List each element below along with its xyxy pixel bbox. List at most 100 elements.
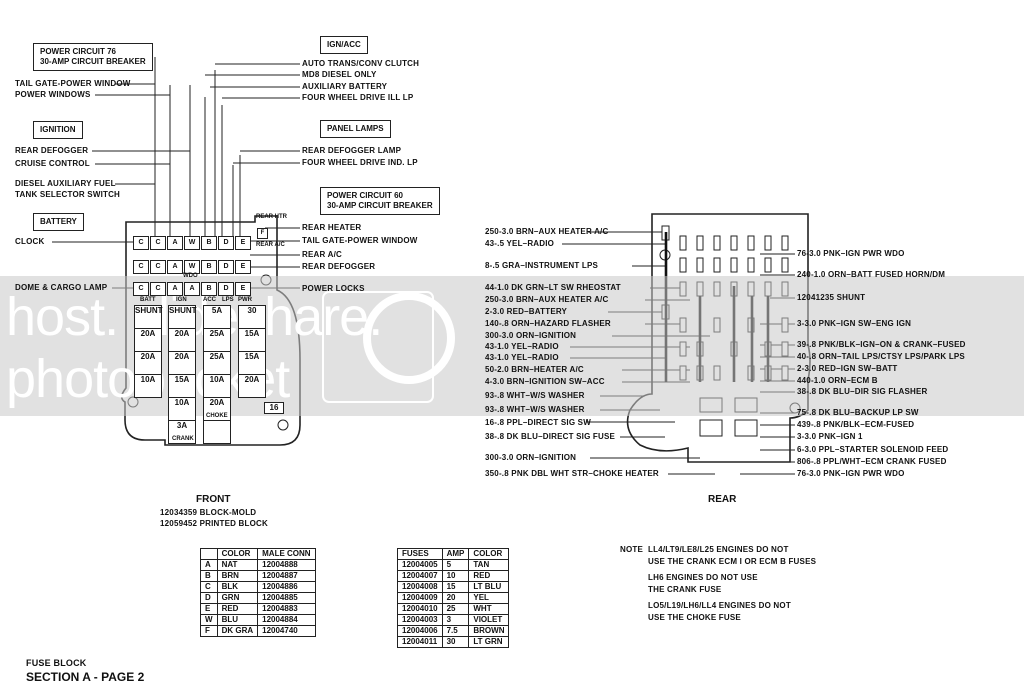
table-header: FUSES [397,548,443,560]
fuse-text: 20A [140,329,156,338]
fuse-text: 25A [209,352,225,361]
fuse-text: 25A [209,329,225,338]
fuse-text: 20A [140,352,156,361]
callout-power-circuit-76: POWER CIRCUIT 76 30-AMP CIRCUIT BREAKER [33,43,153,71]
table-cell: 25 [441,603,470,615]
table-cell: W [200,614,218,626]
choke-label: CHOKE [206,413,228,419]
table-cell: C [200,581,218,593]
rear-label-l18: 350-.8 PNK DBL WHT STR–CHOKE HEATER [485,469,659,478]
front-conn-r1-c1: C [133,236,149,250]
note-line-6: USE THE CHOKE FUSE [648,613,741,622]
front-conn-r3-c3: A [167,282,183,296]
table-cell: 12004888 [257,559,316,571]
fuse-r4-1: 10A [134,374,162,398]
crank-label: CRANK [172,436,194,442]
fuse-text: 15A [244,329,260,338]
fuse-header-acc: ACC [203,297,216,303]
rear-label-r4: 3-3.0 PNK–IGN SW–ENG IGN [797,319,912,328]
note-label: NOTE [620,545,644,554]
front-conn-r2-c1: C [133,260,149,274]
label-dome-cargo-lamp: DOME & CARGO LAMP [15,283,108,292]
label-cruise-control: CRUISE CONTROL [15,159,90,168]
table-cell: D [200,592,218,604]
label-rear-heater: REAR HEATER [302,223,362,232]
fuse-r2-2: 20A [168,328,196,352]
fuse-header-ign: IGN [176,297,187,303]
front-printed-block: 12059452 PRINTED BLOCK [160,519,268,528]
fuse-text: 5A [211,306,223,315]
rear-label-r13: 6-3.0 PPL–STARTER SOLENOID FEED [797,445,949,454]
table-cell: 7.5 [441,625,470,637]
front-conn-r2-c3: A [167,260,183,274]
label-power-locks: POWER LOCKS [302,284,365,293]
fuse-r2-4: 15A [238,328,266,352]
label-auto-trans: AUTO TRANS/CONV CLUTCH [302,59,420,68]
rear-label-l15: 16-.8 PPL–DIRECT SIG SW [485,418,591,427]
note-line-5: LO5/L19/LH6/LL4 ENGINES DO NOT [648,601,791,610]
rear-label-r5: 39-.8 PNK/BLK–IGN–ON & CRANK–FUSED [797,340,966,349]
rear-label-r9: 38-.8 DK BLU–DIR SIG FLASHER [797,387,928,396]
rear-label-l5: 250-3.0 BRN–AUX HEATER A/C [485,295,609,304]
table-cell: BLU [216,614,259,626]
front-conn-r1-c5: B [201,236,217,250]
rear-label-l11: 50-2.0 BRN–HEATER A/C [485,365,584,374]
fuse-shunt-2: SHUNT [168,305,197,329]
label-rear-defogger-right: REAR DEFOGGER [302,262,376,271]
rear-label-r11: 439-.8 PNK/BLK–ECM-FUSED [797,420,915,429]
table-cell: LT GRN [468,636,510,648]
fuse-shunt-1: SHUNT [134,305,163,329]
callout-power-circuit-60: POWER CIRCUIT 60 30-AMP CIRCUIT BREAKER [320,187,440,215]
fuse-text: 15A [174,375,190,384]
table-cell: 12004009 [397,592,443,604]
table-cell: B [200,570,218,582]
table-cell: TAN [468,559,510,571]
table-cell: 3 [441,614,470,626]
table-cell: BLK [216,581,259,593]
label-md8-diesel: MD8 DIESEL ONLY [302,70,377,79]
label-rear-ac: REAR A/C [302,250,342,259]
table-header-row: FUSES AMP COLOR [397,548,510,560]
table-header [200,548,218,560]
rear-label-l16: 38-.8 DK BLU–DIRECT SIG FUSE [485,432,616,441]
table-cell: 12004005 [397,559,443,571]
front-conn-r2-c5: B [201,260,217,274]
table-cell: DK GRA [216,625,259,637]
front-heading: FRONT [196,494,231,505]
front-conn-r2-c7: E [235,260,251,274]
label-tailgate-pw-right: TAIL GATE-POWER WINDOW [302,236,418,245]
table-cell: 12004008 [397,581,443,593]
fuse-3a: 3A [168,420,196,444]
table-cell: 12004003 [397,614,443,626]
table-cell: LT BLU [468,581,510,593]
fuse-header-lps: LPS [222,297,234,303]
table-cell: GRN [216,592,259,604]
table-header: MALE CONN [257,548,316,560]
callout-panel-lamps: PANEL LAMPS [320,120,391,138]
table-cell: VIOLET [468,614,510,626]
fuse-r2-1: 20A [134,328,162,352]
label-power-windows: POWER WINDOWS [15,90,91,99]
label-tank-selector: TANK SELECTOR SWITCH [15,190,121,199]
fuse-r3-1: 20A [134,351,162,375]
fuse-text: 20A [174,352,190,361]
table-cell: 10 [441,570,470,582]
fuse-20a-bottom: 20A [203,397,231,421]
front-conn-r3-c1: C [133,282,149,296]
table-cell: YEL [468,592,510,604]
table-header: COLOR [216,548,259,560]
footer-fuse-block: FUSE BLOCK [26,658,87,668]
label-rear-defogger: REAR DEFOGGER [15,146,89,155]
table-cell: NAT [216,559,259,571]
table-cell: RED [216,603,259,615]
fuse-text: 10A [209,375,225,384]
